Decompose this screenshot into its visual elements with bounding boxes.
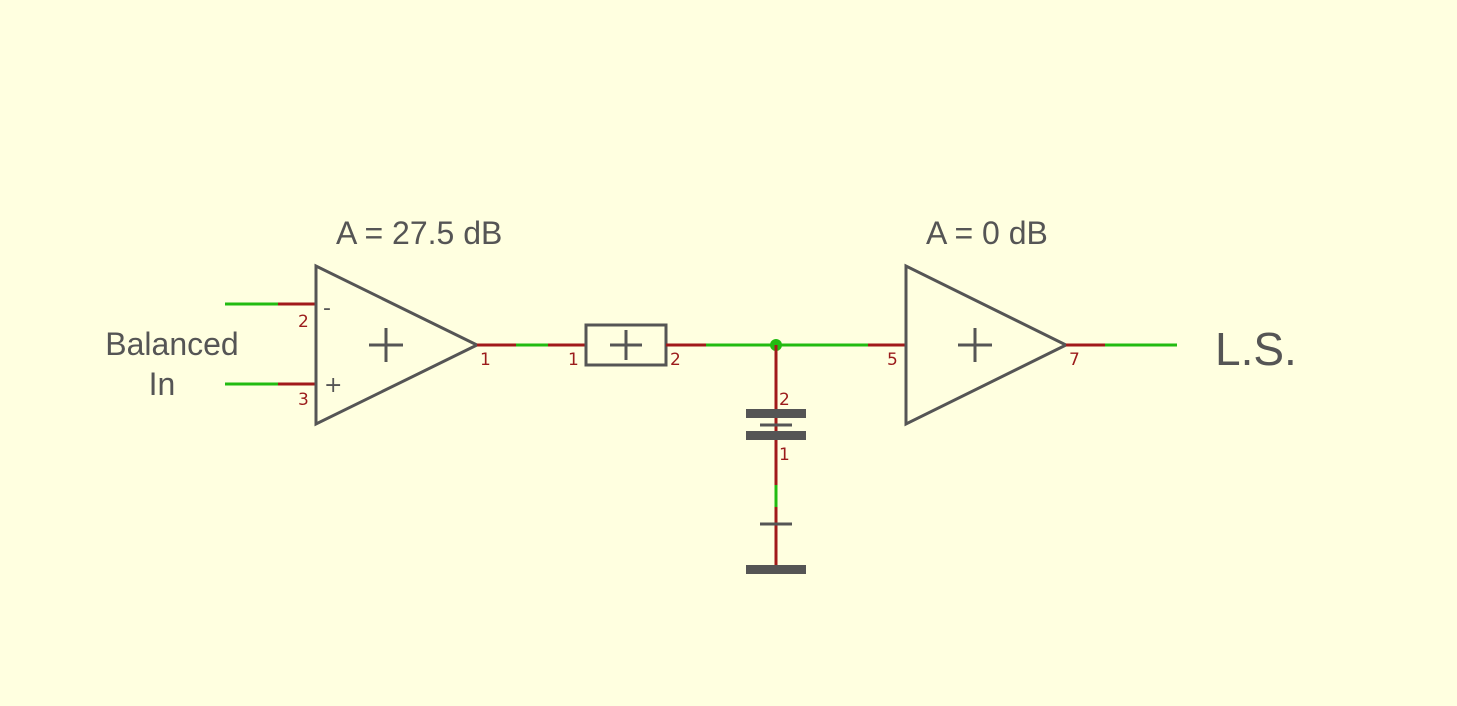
resistor-pin-right: 2 xyxy=(670,350,681,370)
ground-icon[interactable] xyxy=(746,522,806,574)
amplifier-1-body xyxy=(314,263,481,427)
capacitor[interactable] xyxy=(746,409,806,440)
amplifier-2[interactable] xyxy=(904,263,1070,427)
resistor[interactable] xyxy=(584,323,668,367)
amplifier-1-pin-inverting: 2 xyxy=(298,312,309,332)
capacitor-plate-top xyxy=(746,409,806,418)
resistor-pin-left: 1 xyxy=(568,350,579,370)
amplifier-2-pin-input: 5 xyxy=(887,350,898,370)
capacitor-pin-bottom: 1 xyxy=(779,445,790,465)
amplifier-1[interactable] xyxy=(314,263,481,427)
input-label-line1: Balanced xyxy=(105,326,238,362)
amplifier-1-pin-noninverting: 3 xyxy=(298,390,309,410)
amplifier-1-noninverting-symbol: + xyxy=(324,373,342,398)
capacitor-plate-bottom xyxy=(746,431,806,440)
amplifier-2-gain-label: A = 0 dB xyxy=(926,215,1048,251)
amplifier-1-gain-label: A = 27.5 dB xyxy=(336,215,502,251)
capacitor-pin-top: 2 xyxy=(779,390,790,410)
amplifier-2-pin-output: 7 xyxy=(1069,350,1080,370)
output-label: L.S. xyxy=(1215,323,1297,375)
amplifier-1-pin-output: 1 xyxy=(480,350,491,370)
amplifier-1-inverting-symbol: - xyxy=(323,296,331,321)
ground-bar xyxy=(746,565,806,574)
input-label-line2: In xyxy=(149,366,176,402)
amplifier-2-body xyxy=(904,263,1070,427)
